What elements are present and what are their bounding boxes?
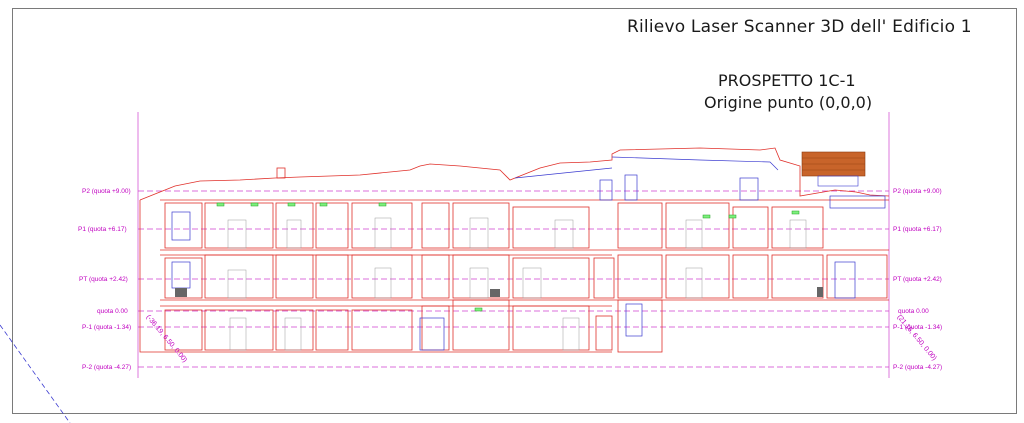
- origin-label-right: (21.16, 6.50, 0.00): [895, 314, 937, 362]
- level-label-left-p1: P1 (quota +6.17): [78, 226, 127, 233]
- origin-point-title: Origine punto (0,0,0): [704, 93, 873, 112]
- level-lines: [138, 190, 889, 368]
- level-label-right-pm1: P-1 (quota -1.34): [893, 324, 942, 331]
- level-label-right-p1: P1 (quota +6.17): [893, 226, 942, 233]
- interior-openings: [227, 217, 807, 351]
- roof-tiles: [801, 151, 866, 187]
- level-label-left-pm1: P-1 (quota -1.34): [82, 324, 131, 331]
- level-label-left-q0: quota 0.00: [97, 308, 128, 315]
- level-labels-right: P2 (quota +9.00) P1 (quota +6.17) PT (qu…: [893, 188, 942, 371]
- diagonal-reference-line: [0, 324, 71, 423]
- drawing-title: Rilievo Laser Scanner 3D dell' Edificio …: [627, 17, 972, 37]
- window-markers: [216, 202, 800, 312]
- level-labels-left: P2 (quota +9.00) P1 (quota +6.17) PT (qu…: [78, 188, 131, 371]
- grilles: [175, 287, 823, 297]
- level-label-left-p2: P2 (quota +9.00): [82, 188, 131, 195]
- level-label-right-p2: P2 (quota +9.00): [893, 188, 942, 195]
- level-label-right-pt: PT (quota +2.42): [893, 276, 942, 283]
- blue-details: [171, 156, 886, 351]
- building-section: [139, 147, 890, 353]
- roof-profile: [139, 147, 890, 201]
- chimney: [276, 167, 286, 179]
- elevation-title: PROSPETTO 1C-1: [718, 71, 856, 90]
- level-label-right-pm2: P-2 (quota -4.27): [893, 364, 942, 371]
- level-label-left-pt: PT (quota +2.42): [79, 276, 128, 283]
- level-label-right-q0: quota 0.00: [898, 308, 929, 315]
- origin-label-left: (-36.19, 6.50, 0.00): [144, 314, 188, 364]
- level-label-left-pm2: P-2 (quota -4.27): [82, 364, 131, 371]
- drawing-frame: [12, 8, 1017, 414]
